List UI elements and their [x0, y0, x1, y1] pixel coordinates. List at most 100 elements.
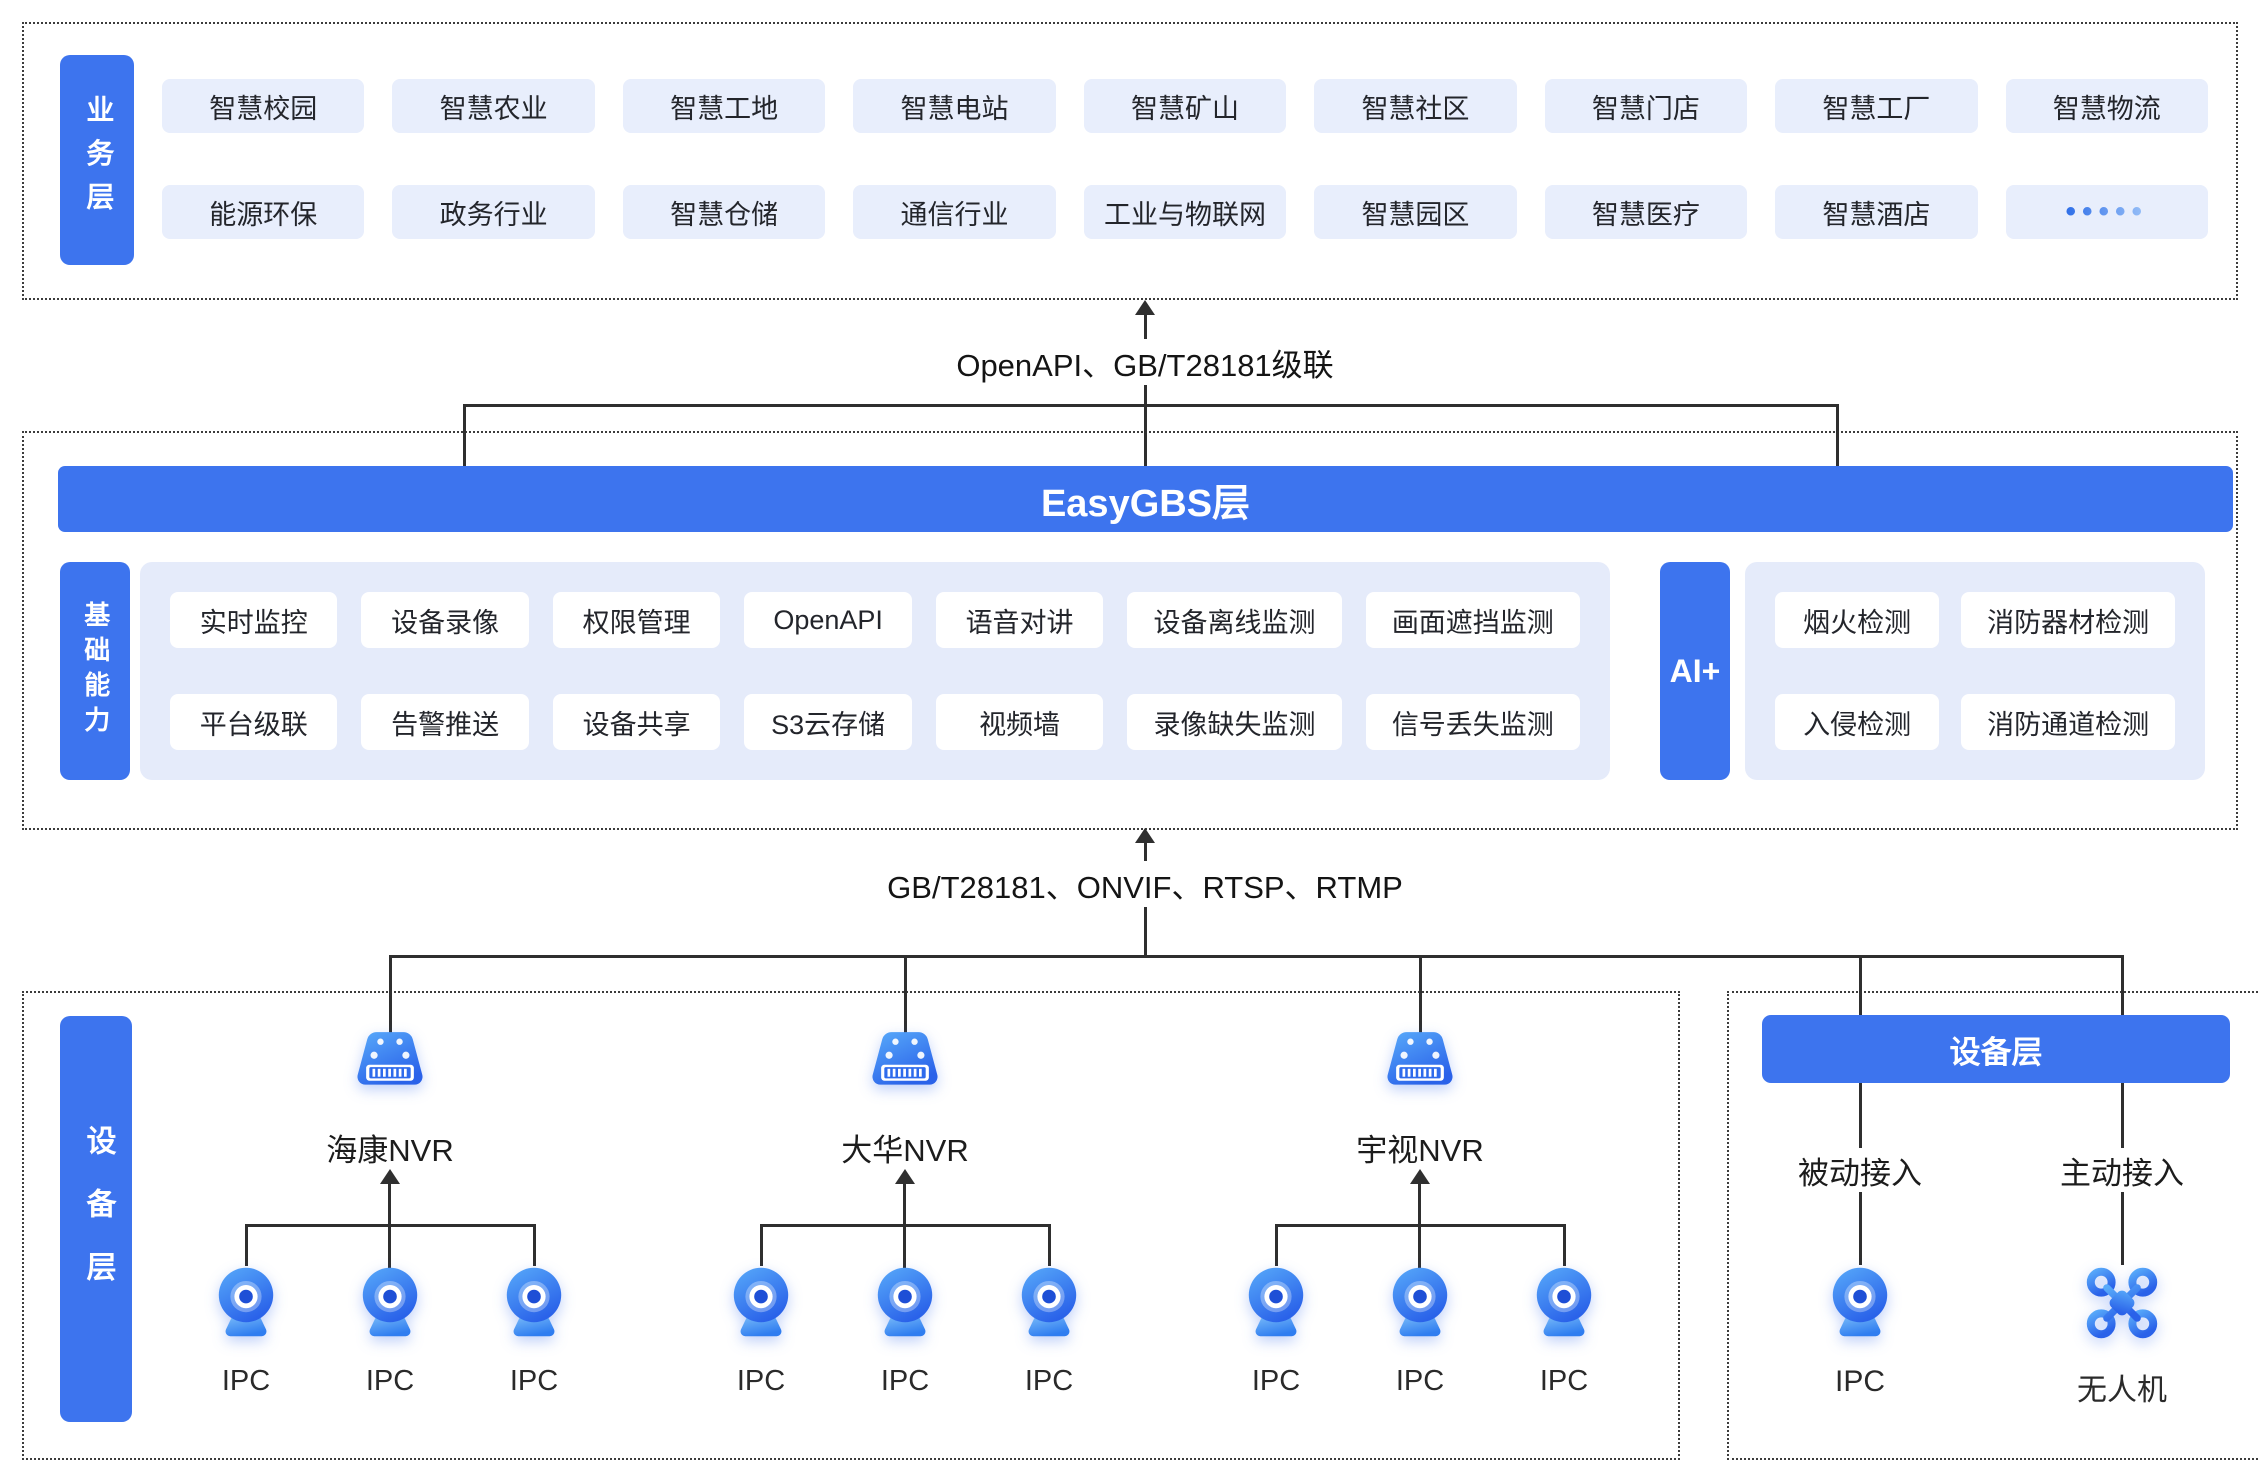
ipc-drop [1048, 1224, 1051, 1266]
business-chip-rows: 智慧校园 智慧农业 智慧工地 智慧电站 智慧矿山 智慧社区 智慧门店 智慧工厂 … [162, 79, 2208, 239]
passive-access-label: 被动接入 [1765, 1148, 1955, 1192]
arrow-up-to-easygbs-layer [1135, 828, 1155, 843]
ai-chip: 消防通道检测 [1961, 694, 2175, 750]
bracket-drop-passive [1859, 955, 1862, 1265]
ai-capability-panel: 烟火检测 消防器材检测 入侵检测 消防通道检测 [1745, 562, 2205, 780]
ipc-camera-icon [1021, 1267, 1077, 1337]
business-layer-box: 业务层 智慧校园 智慧农业 智慧工地 智慧电站 智慧矿山 智慧社区 智慧门店 智… [22, 22, 2238, 300]
bracket-drop-nvr-3 [1419, 955, 1422, 1035]
business-chip: 智慧矿山 [1083, 79, 1287, 133]
ipc-drop [760, 1224, 763, 1266]
capability-chip: 实时监控 [170, 592, 338, 648]
capability-chip: 设备离线监测 [1127, 592, 1342, 648]
drone-icon [2086, 1267, 2158, 1339]
business-chip: 智慧门店 [1544, 79, 1748, 133]
business-chip: 智慧医疗 [1544, 185, 1748, 239]
business-layer-label-text: 业务层 [83, 94, 115, 226]
ipc-label: IPC [880, 1365, 930, 1397]
ipc-label: IPC [365, 1365, 415, 1397]
bracket-drop-nvr-2 [904, 955, 907, 1035]
ai-chip: 消防器材检测 [1961, 592, 2175, 648]
business-chip: 智慧社区 [1314, 79, 1517, 133]
ipc-label: IPC [221, 1365, 271, 1397]
arrow-up-to-nvr [895, 1169, 915, 1184]
ellipsis-dots: ••••• [2065, 195, 2149, 228]
basic-capability-panel: 实时监控 设备录像 权限管理 OpenAPI 语音对讲 设备离线监测 画面遮挡监… [140, 562, 1610, 780]
device-layer-label-text: 设备层 [81, 1124, 115, 1314]
business-chip: 智慧园区 [1314, 185, 1517, 239]
bracket-drop-left [463, 404, 466, 466]
ai-chip: 入侵检测 [1775, 694, 1940, 750]
connector-line [1144, 315, 1147, 466]
ai-chip: 烟火检测 [1775, 592, 1940, 648]
capability-chip: 录像缺失监测 [1127, 694, 1342, 750]
ipc-camera-icon [506, 1267, 562, 1337]
basic-capability-label-text: 基础能力 [80, 600, 111, 742]
capability-row-2: 平台级联 告警推送 设备共享 S3云存储 视频墙 录像缺失监测 信号丢失监测 [170, 694, 1580, 750]
bracket-drop-nvr-1 [389, 955, 392, 1035]
business-chip: 智慧工地 [622, 79, 826, 133]
capability-chip: OpenAPI [744, 592, 912, 648]
business-chip-more: ••••• [2005, 185, 2208, 239]
business-layer-label: 业务层 [60, 55, 134, 265]
bracket-line [463, 404, 1839, 407]
business-chip: 智慧农业 [392, 79, 595, 133]
nvr-name: 海康NVR [326, 1133, 454, 1168]
connector-line [1418, 1184, 1421, 1304]
capability-chip: 告警推送 [361, 694, 529, 750]
ipc-camera-icon [877, 1267, 933, 1337]
ipc-camera-icon [1392, 1267, 1448, 1337]
nvr-group-hikvision: 海康NVR IPC IPC IPC [190, 991, 590, 1453]
capability-chip: 画面遮挡监测 [1365, 592, 1580, 648]
capability-row-1: 实时监控 设备录像 权限管理 OpenAPI 语音对讲 设备离线监测 画面遮挡监… [170, 592, 1580, 648]
ipc-bracket-line [246, 1224, 536, 1227]
device-layer-label: 设备层 [60, 1016, 132, 1422]
nvr-icon [1387, 1032, 1453, 1085]
capability-chip: 信号丢失监测 [1365, 694, 1580, 750]
top-protocol-label: OpenAPI、GB/T28181级联 [845, 339, 1445, 385]
bracket-line [390, 955, 2124, 958]
ai-plus-label-text: AI+ [1669, 652, 1721, 689]
nvr-group-uniview: 宇视NVR IPC IPC IPC [1220, 991, 1620, 1453]
business-chip: 智慧校园 [162, 79, 365, 133]
ipc-label: IPC [1834, 1365, 1885, 1398]
business-chip: 智慧酒店 [1775, 185, 1978, 239]
business-chip: 智慧仓储 [622, 185, 826, 239]
nvr-icon [357, 1032, 423, 1085]
connector-line [903, 1184, 906, 1304]
business-chip: 通信行业 [853, 185, 1056, 239]
ipc-label: IPC [1024, 1365, 1074, 1397]
ipc-bracket-line [761, 1224, 1051, 1227]
arrow-up-to-nvr [1410, 1169, 1430, 1184]
ipc-camera-icon [362, 1267, 418, 1337]
ipc-camera-icon [1832, 1267, 1888, 1337]
business-row-1: 智慧校园 智慧农业 智慧工地 智慧电站 智慧矿山 智慧社区 智慧门店 智慧工厂 … [162, 79, 2208, 133]
nvr-icon [872, 1032, 938, 1085]
ai-plus-label: AI+ [1660, 562, 1730, 780]
capability-chip: 视频墙 [935, 694, 1104, 750]
easygbs-title-bar: EasyGBS层 [58, 466, 2233, 532]
ipc-bracket-line [1276, 1224, 1566, 1227]
basic-capability-label: 基础能力 [60, 562, 130, 780]
bracket-drop-right [1836, 404, 1839, 466]
ipc-label: IPC [509, 1365, 559, 1397]
capability-chip: 平台级联 [170, 694, 338, 750]
business-chip: 智慧工厂 [1775, 79, 1978, 133]
ai-row-2: 入侵检测 消防通道检测 [1775, 694, 2175, 750]
business-chip: 智慧电站 [853, 79, 1056, 133]
capability-chip: 设备录像 [361, 592, 529, 648]
business-chip: 政务行业 [392, 185, 595, 239]
ipc-camera-icon [218, 1267, 274, 1337]
nvr-name: 宇视NVR [1356, 1133, 1484, 1168]
capability-chip: 语音对讲 [935, 592, 1104, 648]
connector-line [388, 1184, 391, 1304]
ipc-label: IPC [736, 1365, 786, 1397]
capability-chip: 设备共享 [552, 694, 721, 750]
ipc-camera-icon [733, 1267, 789, 1337]
ipc-label: IPC [1251, 1365, 1301, 1397]
ipc-label: IPC [1395, 1365, 1445, 1397]
arrow-up-to-nvr [380, 1169, 400, 1184]
bracket-drop-active [2121, 955, 2124, 1265]
arrow-up-to-business-layer [1135, 300, 1155, 315]
